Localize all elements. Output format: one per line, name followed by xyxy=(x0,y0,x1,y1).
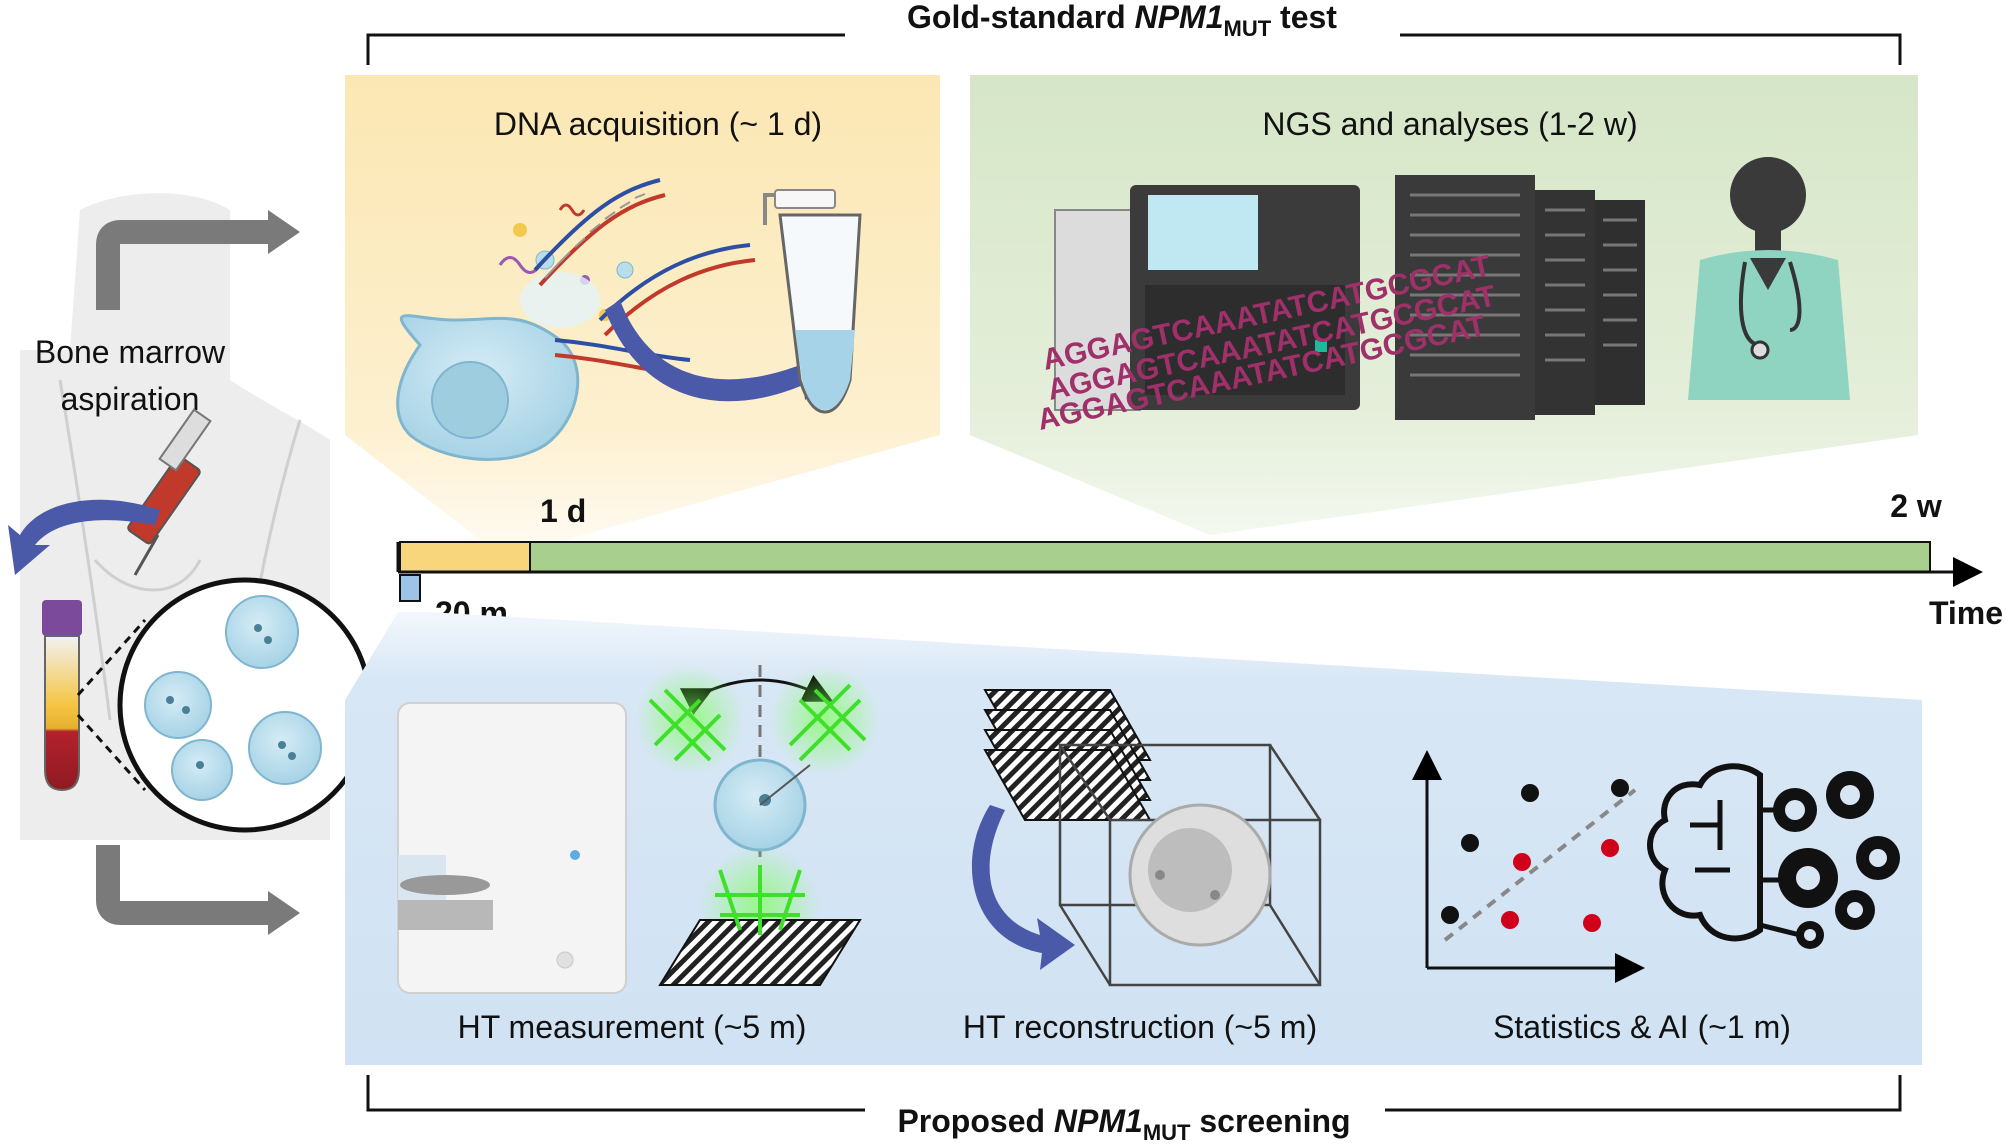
transfer-arrow-icon xyxy=(605,300,840,402)
screening-panel: HT measurement (~5 m) HT reconstruction … xyxy=(345,612,1922,1065)
timeline-segment-dna xyxy=(399,541,531,573)
timeline-axis-label: Time xyxy=(1929,595,2003,631)
ht-reconstruction-icon xyxy=(971,689,1322,987)
ngs-analyses-title: NGS and analyses (1-2 w) xyxy=(1262,106,1637,142)
ht-reconstruction-caption: HT reconstruction (~5 m) xyxy=(963,1009,1317,1045)
gold-standard-bracket xyxy=(366,33,1902,65)
sample-tube-icon xyxy=(763,189,862,414)
timeline-segment-ngs xyxy=(529,541,1931,573)
timeline-mark-2w: 2 w xyxy=(1890,488,1942,524)
doctor-icon xyxy=(1688,157,1850,400)
bone-marrow-label-line1: Bone marrow xyxy=(35,334,226,370)
timeline: 1 d 2 w 20 m Time xyxy=(396,488,2003,631)
ai-brain-icon xyxy=(1647,763,1900,949)
lysing-cell-icon xyxy=(396,203,634,461)
proposed-screening-title: Proposed NPM1MUT screening xyxy=(897,1103,1350,1145)
ht-measurement-caption: HT measurement (~5 m) xyxy=(458,1009,807,1045)
sample-transfer-arrow-icon xyxy=(8,499,160,575)
ngs-analyses-panel: NGS and analyses (1-2 w) xyxy=(970,75,1918,535)
gold-standard-title: Gold-standard NPM1MUT test xyxy=(907,0,1337,41)
dna-acquisition-panel: DNA acquisition (~ 1 d) xyxy=(345,75,940,540)
dna-acquisition-title: DNA acquisition (~ 1 d) xyxy=(494,106,822,142)
bone-marrow-label-line2: aspiration xyxy=(61,381,200,417)
flow-arrow-bottom-icon xyxy=(96,845,300,935)
timeline-mark-1d: 1 d xyxy=(540,493,586,529)
statistics-scatter-icon xyxy=(1412,750,1645,983)
timeline-segment-screening xyxy=(399,574,421,602)
server-rack-icon xyxy=(1395,175,1645,420)
ht-measurement-optics-icon xyxy=(635,665,880,986)
blood-tube-icon xyxy=(42,600,82,792)
ht-instrument-icon xyxy=(397,702,627,994)
statistics-ai-caption: Statistics & AI (~1 m) xyxy=(1493,1009,1791,1045)
proposed-screening-bracket xyxy=(366,1075,1902,1112)
flow-arrow-top-icon xyxy=(96,210,300,310)
cells-magnifier-icon xyxy=(76,577,373,833)
sequencer-icon xyxy=(1054,185,1360,411)
